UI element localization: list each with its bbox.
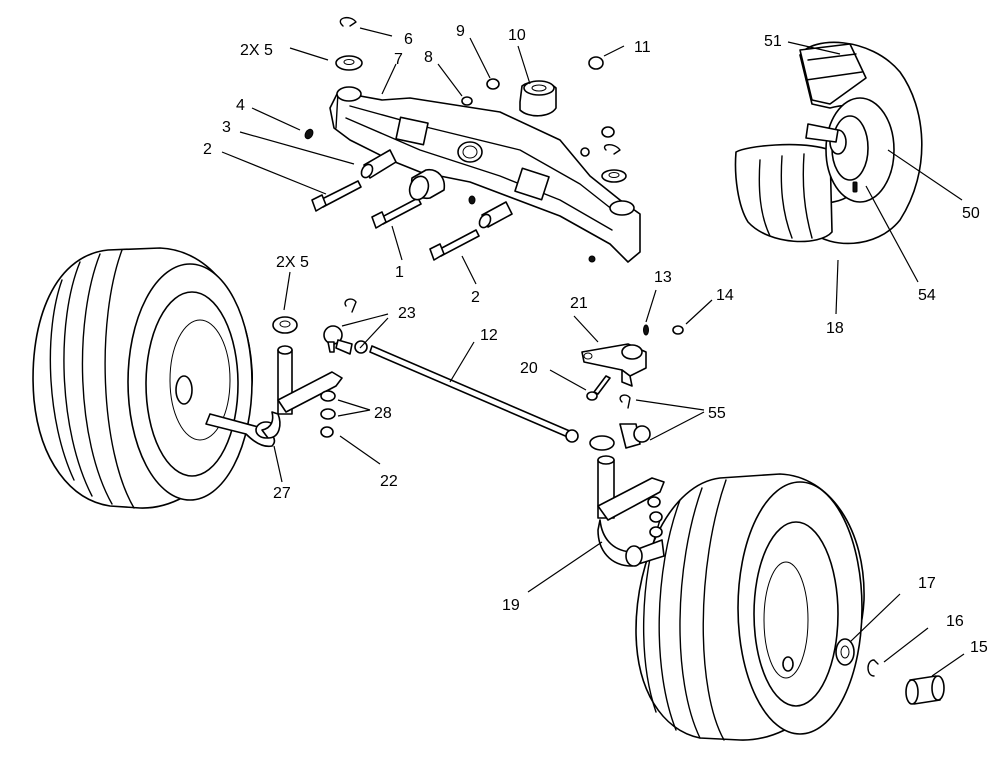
- part-13-key: [643, 324, 649, 336]
- leader-lines: [221, 27, 965, 677]
- callout-12: 12: [480, 327, 498, 344]
- callout-18: 18: [826, 320, 844, 337]
- callout-3: 3: [222, 119, 231, 136]
- callout-16: 16: [946, 613, 964, 630]
- left-spindle: [205, 316, 343, 448]
- callout-23: 23: [398, 305, 416, 322]
- callout-1: 1: [395, 264, 404, 281]
- part-11-nut: [588, 56, 604, 70]
- callout-2-top: 2: [203, 141, 212, 158]
- callout-54: 54: [918, 287, 936, 304]
- callout-14: 14: [716, 287, 734, 304]
- callout-15: 15: [970, 639, 988, 656]
- callout-9: 9: [456, 23, 465, 40]
- part-5-washer-top: [335, 55, 363, 71]
- steering-arm-assembly: [581, 324, 684, 401]
- part-3-sleeve: [360, 149, 397, 179]
- left-wheel: [32, 247, 253, 509]
- part-17-washer: [835, 638, 855, 666]
- callout-21: 21: [570, 295, 588, 312]
- part-28-washer-a: [320, 390, 336, 402]
- callout-20: 20: [520, 360, 538, 377]
- part-54-valve-stem: [852, 181, 858, 193]
- part-4-grease-fitting: [304, 128, 314, 140]
- callout-27: 27: [273, 485, 291, 502]
- callout-55: 55: [708, 405, 726, 422]
- part-5-washer-left: [272, 316, 298, 334]
- pivot-bushing: [408, 168, 446, 201]
- right-wheel: [635, 473, 945, 741]
- callout-13: 13: [654, 269, 672, 286]
- part-2-bolt-left: [311, 180, 362, 212]
- callout-labels: 2X 5 6 7 8 9 10 11 4 3 2 1 2 2X 5 23 12 …: [203, 23, 988, 656]
- callout-2-bottom: 2: [471, 289, 480, 306]
- part-15-hub-cap: [905, 675, 945, 705]
- callout-28: 28: [374, 405, 392, 422]
- part-16-clip: [867, 659, 879, 677]
- callout-11: 11: [634, 39, 651, 56]
- separated-tire-assembly: [734, 41, 923, 245]
- callout-4: 4: [236, 97, 245, 114]
- callout-17: 17: [918, 575, 936, 592]
- part-1-bolt: [371, 197, 422, 229]
- ball-joint-right: [619, 423, 651, 449]
- part-10-bushing: [519, 80, 557, 117]
- part-8-nut: [461, 96, 473, 106]
- cotter-pin-left: [344, 298, 357, 313]
- callout-22: 22: [380, 473, 398, 490]
- callout-7: 7: [394, 51, 403, 68]
- part-28-washer-b: [320, 408, 336, 420]
- tie-rod-assembly: [323, 298, 651, 451]
- callout-8: 8: [424, 49, 433, 66]
- cotter-pin-right: [619, 394, 631, 409]
- axle-beam: [329, 86, 641, 263]
- part-22-nut: [320, 426, 334, 438]
- right-spindle: [597, 455, 665, 567]
- callout-5-left: 2X 5: [276, 254, 309, 271]
- callout-6: 6: [404, 31, 413, 48]
- axle-hardware: [304, 16, 627, 263]
- callout-5-top: 2X 5: [240, 42, 273, 59]
- part-9-nut: [486, 78, 500, 90]
- callout-50: 50: [962, 205, 980, 222]
- part-12-tie-rod: [369, 345, 573, 439]
- callout-10: 10: [508, 27, 526, 44]
- ball-joint-left: [323, 325, 353, 355]
- part-6-clip: [339, 16, 357, 27]
- part-14-nut: [672, 325, 684, 335]
- part-20-bolt: [593, 375, 611, 395]
- callout-19: 19: [502, 597, 520, 614]
- callout-51: 51: [764, 33, 782, 50]
- part-2-bolt-right: [429, 229, 480, 261]
